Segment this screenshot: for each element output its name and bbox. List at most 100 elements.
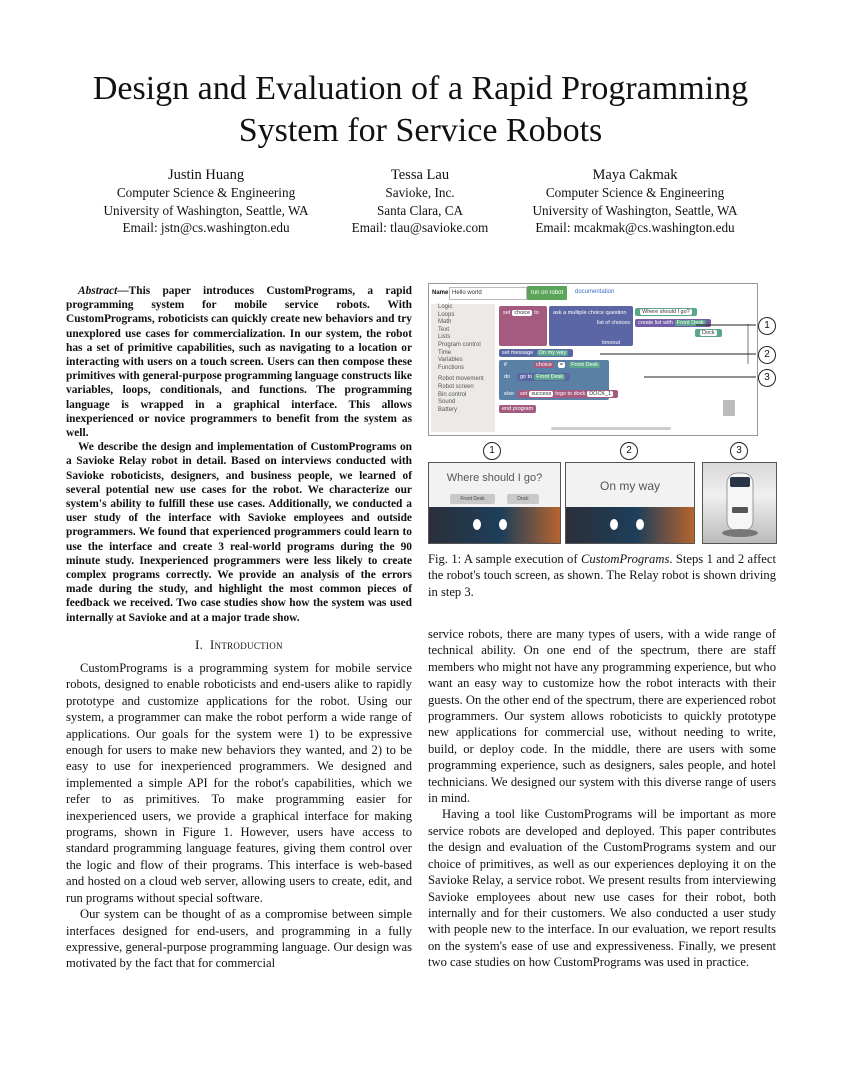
robot-screen-step-2: On my way — [565, 462, 695, 544]
category-item[interactable]: Program control — [438, 341, 481, 348]
variable-field[interactable]: choice — [534, 362, 554, 368]
block-text: create list with — [638, 320, 673, 326]
set-message-block[interactable]: set message On my way — [499, 349, 574, 357]
run-on-robot-button[interactable]: run on robot — [527, 286, 567, 300]
dock-field[interactable]: DOCK_1 — [587, 391, 614, 397]
category-item[interactable]: Text — [438, 326, 450, 333]
screen-choice-button[interactable]: Dock — [507, 494, 539, 504]
question-text-block[interactable]: Where should I go? — [635, 308, 697, 316]
body-paragraph: Our system can be thought of as a compro… — [66, 907, 412, 971]
section-heading: I. Introduction — [66, 638, 412, 653]
author-dept: Savioke, Inc. — [385, 185, 455, 200]
documentation-link[interactable]: documentation — [575, 289, 615, 295]
author-email: Email: jstn@cs.washington.edu — [122, 220, 290, 235]
step-marker-2: 2 — [620, 442, 638, 460]
operator-field[interactable]: = — [557, 362, 566, 368]
block-text: set — [503, 310, 511, 316]
callout-marker-3: 3 — [758, 369, 776, 387]
program-name-input[interactable]: Hello world — [449, 287, 527, 300]
relay-robot-photo — [702, 462, 777, 544]
author-3: Maya Cakmak Computer Science & Engineeri… — [520, 166, 750, 237]
section-title: Introduction — [210, 638, 283, 652]
trash-icon[interactable] — [723, 400, 735, 416]
abstract: Abstract—This paper introduces CustomPro… — [66, 284, 412, 625]
workspace-horizontal-scrollbar[interactable] — [551, 427, 671, 430]
dock-text-block[interactable]: Dock — [695, 329, 722, 337]
section-number: I. — [195, 638, 204, 652]
screen-choice-button[interactable]: Front Desk — [450, 494, 495, 504]
screen-content: Where should I go? Front Desk Dock — [429, 463, 560, 507]
left-column-body: CustomPrograms is a programming system f… — [66, 660, 412, 972]
list-item-field[interactable]: Front Desk — [674, 320, 706, 326]
block-text: to — [534, 310, 539, 316]
workspace-scrollbar[interactable] — [747, 324, 749, 364]
screen-content: On my way — [566, 463, 694, 507]
author-name: Maya Cakmak — [592, 167, 678, 183]
abstract-label: Abstract — [78, 285, 118, 297]
author-affiliation: University of Washington, Seattle, WA — [532, 202, 738, 218]
category-item[interactable]: Robot screen — [438, 383, 474, 390]
author-1: Justin Huang Computer Science & Engineer… — [96, 166, 316, 237]
robot-eye-left — [473, 519, 481, 530]
category-item[interactable]: Logic — [438, 304, 453, 310]
figure-caption: Fig. 1: A sample execution of CustomProg… — [428, 551, 776, 600]
robot-screen-step-1: Where should I go? Front Desk Dock — [428, 462, 561, 544]
block-text: set — [520, 391, 528, 397]
abstract-paragraph: Abstract—This paper introduces CustomPro… — [66, 284, 412, 440]
timeout-label: timeout — [602, 340, 621, 346]
robot-face — [566, 507, 694, 543]
text-field[interactable]: Front Desk — [569, 362, 601, 368]
end-program-block[interactable]: end program — [499, 405, 537, 413]
compare-block[interactable]: choice=Front Desk — [529, 361, 606, 369]
paper-title: Design and Evaluation of a Rapid Program… — [92, 70, 749, 149]
author-affiliation: Santa Clara, CA — [376, 202, 464, 218]
figure-programming-interface: Name Hello world run on robot documentat… — [428, 283, 758, 436]
author-name: Tessa Lau — [390, 167, 450, 183]
author-email: Email: mcakmak@cs.washington.edu — [535, 220, 735, 235]
variable-field[interactable]: choice — [512, 310, 533, 316]
right-column-body: service robots, there are many types of … — [428, 626, 776, 971]
category-item[interactable]: Functions — [438, 364, 465, 371]
robot-face — [429, 507, 560, 543]
category-item[interactable]: Math — [438, 319, 452, 326]
author-2: Tessa Lau Savioke, Inc. Santa Clara, CA … — [338, 166, 502, 237]
block-text: go to — [520, 374, 533, 380]
text-field[interactable]: Front Desk — [534, 374, 566, 380]
list-of-choices-label: list of choices — [597, 320, 631, 326]
author-dept: Computer Science & Engineering — [116, 185, 296, 200]
abstract-paragraph: We describe the design and implementatio… — [66, 441, 412, 624]
category-item[interactable]: Time — [438, 349, 452, 356]
step-marker-3: 3 — [730, 442, 748, 460]
author-email: Email: tlau@savioke.com — [351, 220, 489, 235]
variable-field[interactable]: success — [529, 391, 554, 397]
robot-eye-left — [610, 519, 618, 530]
author-affiliation: University of Washington, Seattle, WA — [103, 202, 309, 218]
callout-marker-2: 2 — [758, 346, 776, 364]
category-item[interactable]: Robot movement — [438, 376, 484, 383]
caption-system-name: CustomPrograms — [580, 552, 670, 566]
robot-eye-right — [499, 519, 507, 530]
block-text: to — [555, 391, 560, 397]
abstract-text: —This paper introduces CustomPrograms, a… — [66, 285, 412, 440]
block-text: go to dock — [559, 391, 586, 397]
body-paragraph: Having a tool like CustomPrograms will b… — [428, 807, 776, 970]
name-label: Name — [432, 290, 449, 296]
category-item[interactable]: Loops — [438, 311, 455, 318]
category-item[interactable]: Lists — [438, 334, 451, 341]
caption-text: . Steps 1 and 2 affect the robot's touch… — [428, 552, 776, 599]
callout-marker-1: 1 — [758, 317, 776, 335]
ask-question-label: ask a multiple choice question — [553, 310, 627, 316]
ask-question-block[interactable] — [549, 306, 633, 346]
category-item[interactable]: Battery — [438, 406, 458, 413]
text-field[interactable]: On my way — [536, 350, 569, 356]
screen-question: Where should I go? — [446, 472, 543, 484]
category-item[interactable]: Sound — [438, 399, 456, 406]
list-item-field[interactable]: Dock — [700, 330, 717, 336]
text-field[interactable]: Where should I go? — [640, 309, 692, 315]
category-item[interactable]: Bin control — [438, 391, 467, 398]
category-item[interactable]: Variables — [438, 357, 463, 364]
